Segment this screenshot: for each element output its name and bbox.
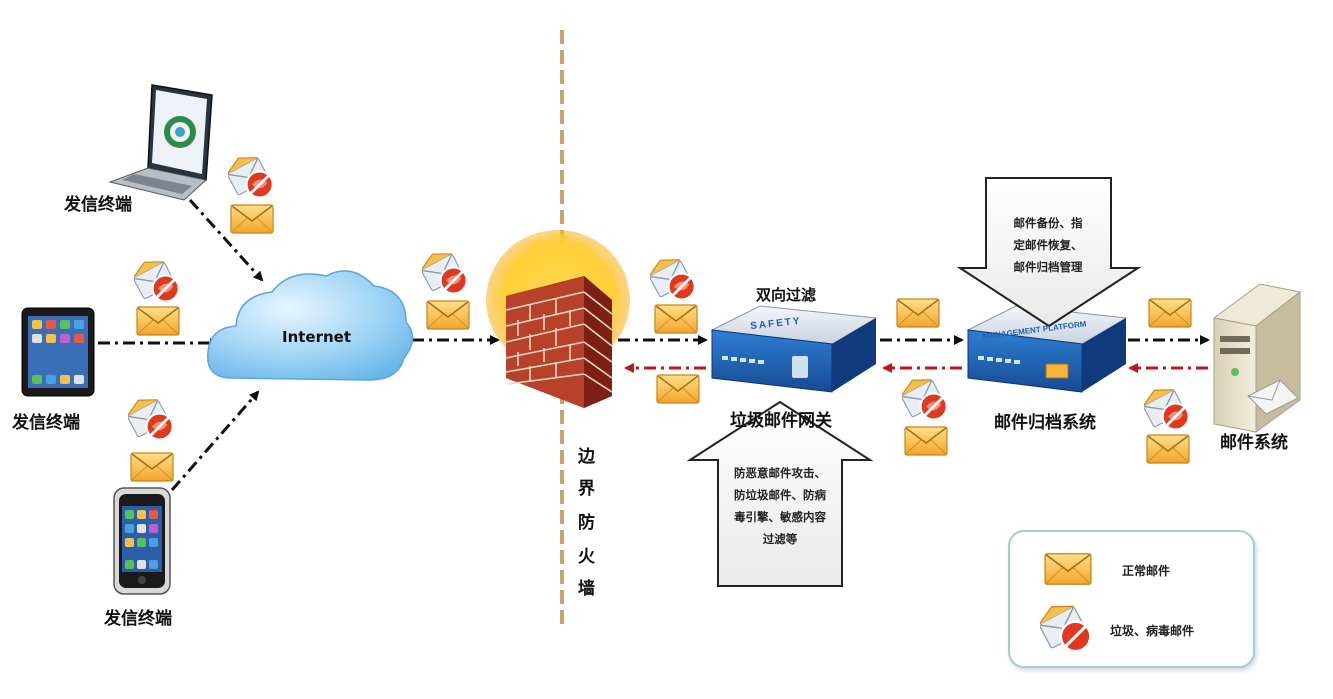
archive-system-label: 邮件归档系统 [994, 413, 1096, 433]
gateway-device-text: SAFETY [750, 316, 802, 332]
legend-normal-mail-icon [1044, 553, 1092, 585]
legend: 正常邮件 垃圾、病毒邮件 [1008, 530, 1255, 668]
spam-mail-icon [228, 154, 275, 200]
tablet-sender-label: 发信终端 [12, 413, 80, 433]
mail-system-label: 邮件系统 [1220, 433, 1288, 453]
spam-mail-icon [134, 258, 181, 303]
normal-mail-icon [1146, 434, 1190, 464]
internet-cloud-icon [206, 270, 414, 381]
archive-note: 邮件备份、指 定邮件恢复、 邮件归档管理 [992, 212, 1104, 278]
laptop-icon [108, 84, 213, 201]
archive-note-line: 邮件归档管理 [1013, 260, 1083, 274]
normal-mail-icon [230, 204, 274, 234]
legend-normal-mail-label: 正常邮件 [1122, 564, 1171, 578]
normal-mail-icon [654, 304, 698, 334]
legend-spam-mail-icon [1040, 605, 1092, 653]
tablet-icon [21, 307, 95, 397]
bidirectional-filter-label: 双向过滤 [756, 286, 817, 304]
spam-mail-icon [902, 376, 949, 421]
phone-icon [113, 487, 171, 595]
mail-server-icon [1212, 283, 1302, 433]
spam-gateway-label: 垃圾邮件网关 [730, 411, 832, 431]
gateway-note-line: 防恶意邮件攻击、 [734, 466, 826, 480]
archive-device-icon [966, 305, 1128, 393]
firewall-label-char: 墙 [578, 579, 595, 599]
normal-mail-icon [896, 298, 940, 328]
archive-note-line: 邮件备份、指 [1013, 216, 1083, 230]
phone-sender-label: 发信终端 [104, 609, 172, 629]
firewall-label-char: 界 [578, 479, 595, 499]
gateway-note-line: 毒引擎、敏感内容 [734, 510, 826, 524]
spam-gateway-device-icon [710, 305, 878, 393]
legend-spam-mail-label: 垃圾、病毒邮件 [1110, 624, 1195, 638]
gateway-note-line: 防垃圾邮件、防病 [734, 488, 826, 502]
firewall-icon [486, 230, 630, 408]
archive-note-callout [956, 177, 1142, 328]
spam-mail-icon [650, 256, 697, 301]
normal-mail-icon [130, 452, 174, 482]
arrow-phone-to-internet [170, 390, 260, 491]
spam-mail-icon [128, 396, 175, 441]
normal-mail-icon [426, 300, 470, 330]
firewall-label-char: 边 [578, 447, 595, 467]
arrow-laptop-to-internet [188, 198, 264, 282]
spam-mail-icon [1144, 386, 1191, 431]
laptop-sender-label: 发信终端 [64, 195, 132, 215]
gateway-note-callout [686, 400, 874, 587]
normal-mail-icon [904, 426, 948, 456]
archive-note-line: 定邮件恢复、 [1013, 238, 1083, 252]
firewall-label-char: 防 [578, 513, 595, 533]
firewall-label-char: 火 [578, 547, 595, 567]
normal-mail-icon [656, 374, 700, 404]
normal-mail-icon [136, 306, 180, 336]
spam-mail-icon [422, 250, 469, 295]
flow-arrows [98, 198, 1210, 491]
internet-label: Internet [282, 328, 352, 346]
normal-mail-icon [1148, 298, 1192, 328]
gateway-note: 防恶意邮件攻击、 防垃圾邮件、防病 毒引擎、敏感内容 过滤等 [722, 462, 838, 550]
gateway-note-line: 过滤等 [762, 532, 798, 546]
